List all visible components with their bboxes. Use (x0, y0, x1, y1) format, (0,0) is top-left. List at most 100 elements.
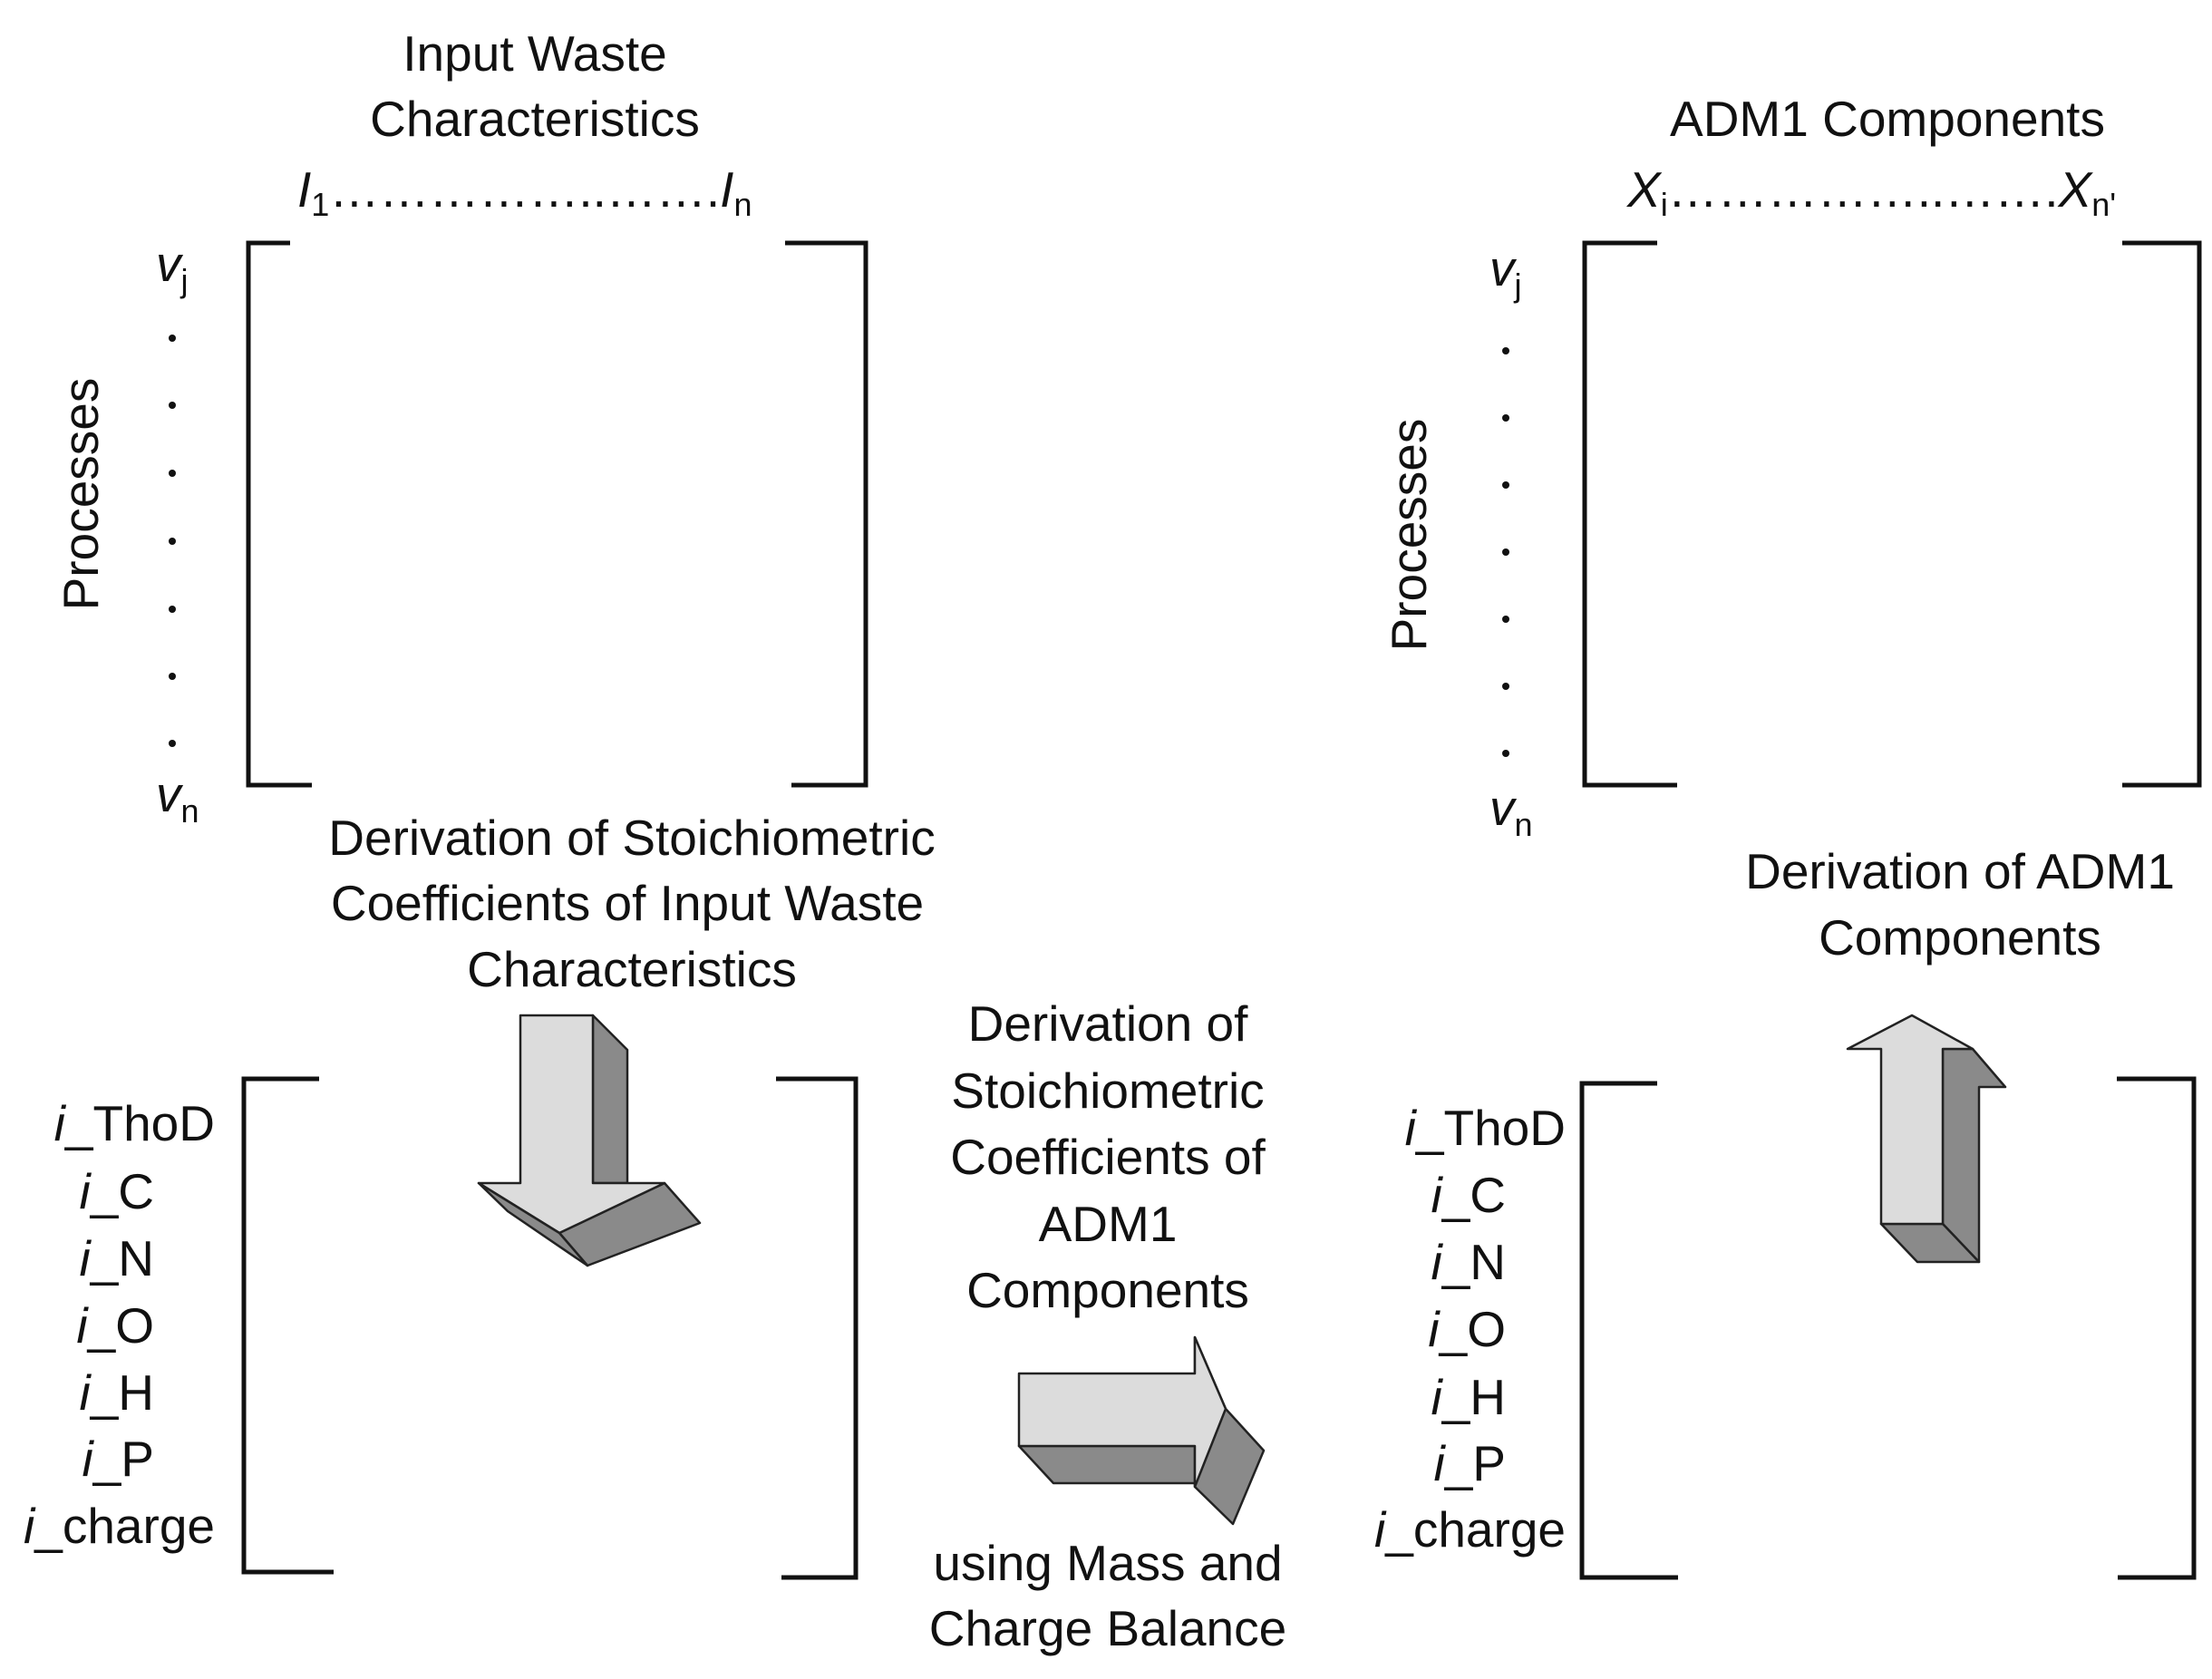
right-matrix-row-end: vn (1489, 780, 1533, 843)
step-down-line2: Coefficients of Input Waste (331, 875, 924, 931)
down-arrow-front-face (477, 1014, 666, 1235)
down-arrow-tip-bottom (477, 1181, 589, 1267)
up-arrow-icon (1846, 1014, 2007, 1264)
left-element-prefix: i (54, 1095, 67, 1151)
left-matrix-title-line2: Characteristics (370, 91, 700, 147)
left-element-prefix: i (24, 1498, 36, 1554)
step-up-label: Derivation of ADM1 Components (1745, 843, 2175, 966)
right-col-start: X (1625, 161, 1663, 218)
left-col-end-sub: n (733, 186, 752, 223)
left-element-close-bracket (776, 1076, 859, 1580)
step-up-line1: Derivation of ADM1 (1745, 843, 2175, 899)
left-element-prefix: i (79, 1230, 92, 1286)
down-arrow-side-face (591, 1014, 629, 1185)
right-element-prefix: i (1431, 1369, 1443, 1425)
step-down-label: Derivation of Stoichiometric Coefficient… (328, 810, 935, 997)
left-element-prefix: i (82, 1431, 94, 1487)
step-across-line1: Derivation of (968, 995, 1248, 1052)
left-element-row-5: i_P (82, 1431, 154, 1487)
left-row-end-var: v (156, 766, 184, 822)
right-element-prefix: i (1433, 1435, 1446, 1491)
right-element-label: _charge (1384, 1501, 1566, 1558)
right-element-prefix: i (1431, 1234, 1443, 1290)
left-col-end: I (720, 161, 733, 218)
left-matrix-axis-label: Processes (53, 378, 109, 611)
left-element-matrix: i_ThoD i_C i_N i_O i_H i_P i_charge (24, 1076, 859, 1580)
left-matrix-title-line1: Input Waste (403, 25, 666, 82)
right-element-label: _C (1441, 1167, 1506, 1223)
right-col-dots: ……………..……. (1668, 161, 2059, 218)
right-arrow-icon (1017, 1335, 1266, 1526)
left-element-label: _charge (34, 1498, 215, 1554)
right-element-label: _O (1439, 1301, 1506, 1357)
left-col-start-sub: 1 (311, 186, 329, 223)
right-row-end-var: v (1489, 780, 1518, 836)
right-element-row-6: i_charge (1374, 1501, 1566, 1558)
step-across-label: Derivation of Stoichiometric Coefficient… (929, 995, 1286, 1656)
step-across-line4: ADM1 (1039, 1196, 1178, 1252)
right-element-label: _H (1441, 1369, 1506, 1425)
right-element-row-0: i_ThoD (1405, 1100, 1566, 1156)
left-matrix-column-header: I1……………..…….In (297, 161, 752, 223)
step-across-line2: Stoichiometric (951, 1063, 1264, 1119)
left-element-prefix: i (79, 1163, 92, 1219)
down-arrow-icon (477, 1014, 702, 1267)
step-across-line5: Components (966, 1262, 1249, 1318)
right-element-label: _P (1444, 1435, 1506, 1491)
up-arrow-side-face (1941, 1047, 2007, 1264)
right-col-end-sub: n' (2091, 186, 2116, 223)
right-element-prefix: i (1431, 1167, 1443, 1223)
left-matrix-row-start: vj (156, 236, 189, 299)
right-element-prefix: i (1428, 1301, 1441, 1357)
right-col-end: X (2057, 161, 2094, 218)
step-across-line3: Coefficients of (950, 1129, 1266, 1185)
left-row-start-sub: j (180, 262, 189, 299)
right-matrix: ADM1 Components Xi……………..…….Xn' Processe… (1381, 91, 2202, 843)
left-row-end-sub: n (181, 792, 199, 830)
right-element-matrix: i_ThoD i_C i_N i_O i_H i_P i_charge (1374, 1076, 2197, 1580)
step-across-below1: using Mass and (933, 1535, 1282, 1591)
left-matrix-row-dots (169, 335, 176, 747)
left-col-start: I (297, 161, 311, 218)
right-element-row-5: i_P (1433, 1435, 1506, 1491)
right-element-row-3: i_O (1428, 1301, 1506, 1357)
left-element-row-0: i_ThoD (54, 1095, 215, 1151)
right-element-open-bracket (1579, 1081, 1678, 1580)
left-matrix-close-bracket (785, 240, 868, 788)
left-element-row-3: i_O (76, 1297, 154, 1354)
left-element-label: _O (87, 1297, 154, 1354)
left-matrix-row-end: vn (156, 766, 199, 830)
left-matrix: Input Waste Characteristics I1……………..…….… (53, 25, 868, 830)
right-row-end-sub: n (1515, 806, 1533, 843)
right-element-label: _ThoD (1415, 1100, 1566, 1156)
right-arrow-front-face (1017, 1335, 1227, 1489)
left-element-prefix: i (79, 1364, 92, 1421)
left-element-row-6: i_charge (24, 1498, 215, 1554)
left-element-row-1: i_C (79, 1163, 154, 1219)
left-element-label: _C (90, 1163, 154, 1219)
right-matrix-column-header: Xi……………..…….Xn' (1625, 161, 2116, 223)
left-element-prefix: i (76, 1297, 89, 1354)
left-element-open-bracket (241, 1076, 334, 1575)
right-element-prefix: i (1405, 1100, 1418, 1156)
right-element-row-2: i_N (1431, 1234, 1506, 1290)
step-down-line1: Derivation of Stoichiometric (328, 810, 935, 866)
right-element-label: _N (1441, 1234, 1506, 1290)
left-col-dots: ……………..……. (329, 161, 720, 218)
right-matrix-title: ADM1 Components (1670, 91, 2105, 147)
right-element-row-1: i_C (1431, 1167, 1506, 1223)
left-matrix-open-bracket (246, 240, 312, 788)
left-element-row-4: i_H (79, 1364, 154, 1421)
right-matrix-open-bracket (1582, 240, 1677, 788)
step-up-line2: Components (1819, 909, 2101, 966)
right-element-row-4: i_H (1431, 1369, 1506, 1425)
right-matrix-row-dots (1502, 347, 1509, 757)
left-element-label: _ThoD (64, 1095, 215, 1151)
right-row-start-var: v (1489, 240, 1518, 296)
left-element-row-2: i_N (79, 1230, 154, 1286)
right-matrix-row-start: vj (1489, 240, 1522, 304)
step-down-line3: Characteristics (467, 941, 797, 997)
right-element-prefix: i (1374, 1501, 1387, 1558)
left-row-start-var: v (156, 236, 184, 292)
